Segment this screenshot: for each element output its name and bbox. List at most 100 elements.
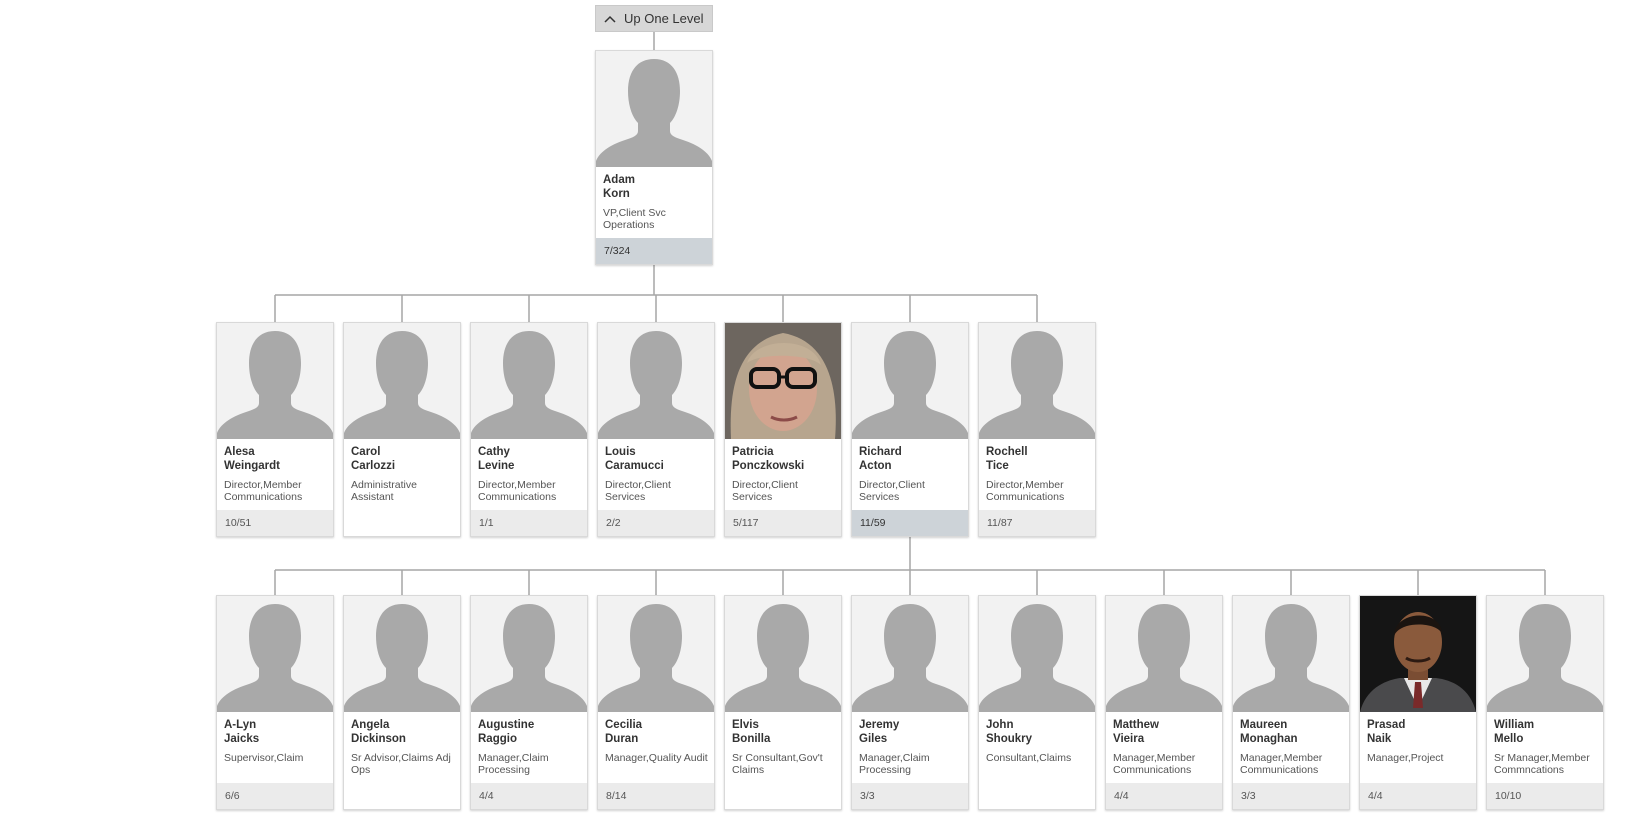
employee-title: Director,Client Services <box>732 479 798 503</box>
direct-reports-count[interactable]: 11/59 <box>852 510 968 536</box>
person-placeholder-icon <box>1487 596 1603 712</box>
employee-first-name: Cecilia <box>605 719 643 731</box>
employee-first-name: A-Lyn <box>224 719 257 731</box>
employee-first-name: Maureen <box>1240 719 1288 731</box>
person-placeholder-icon <box>1106 596 1222 712</box>
employee-first-name: Cathy <box>478 446 510 458</box>
direct-reports-count[interactable]: 10/51 <box>217 510 333 536</box>
direct-reports-count[interactable]: 7/324 <box>596 238 712 264</box>
employee-last-name: Dickinson <box>351 733 406 745</box>
employee-photo <box>471 323 587 439</box>
direct-reports-count[interactable]: 3/3 <box>852 783 968 809</box>
employee-first-name: John <box>986 719 1014 731</box>
employee-first-name: Augustine <box>478 719 535 731</box>
up-one-level-button[interactable]: Up One Level <box>595 5 713 32</box>
direct-reports-count[interactable]: 11/87 <box>979 510 1095 536</box>
person-placeholder-icon <box>852 323 968 439</box>
person-placeholder-icon <box>217 596 333 712</box>
direct-reports-count[interactable]: 6/6 <box>217 783 333 809</box>
employee-photo <box>725 596 841 712</box>
employee-photo <box>1233 596 1349 712</box>
employee-photo <box>979 323 1095 439</box>
employee-first-name: Patricia <box>732 446 774 458</box>
direct-reports-count[interactable]: 4/4 <box>1106 783 1222 809</box>
employee-last-name: Levine <box>478 460 515 472</box>
direct-reports-count[interactable]: 2/2 <box>598 510 714 536</box>
direct-reports-count[interactable]: 1/1 <box>471 510 587 536</box>
person-placeholder-icon <box>598 323 714 439</box>
employee-first-name: Jeremy <box>859 719 900 731</box>
person-placeholder-icon <box>217 323 333 439</box>
employee-photo <box>344 596 460 712</box>
employee-photo <box>471 596 587 712</box>
direct-reports-count[interactable]: 3/3 <box>1233 783 1349 809</box>
employee-title: Sr Consultant,Gov't Claims <box>732 752 823 776</box>
employee-photo <box>1360 596 1476 712</box>
person-placeholder-icon <box>344 596 460 712</box>
employee-last-name: Raggio <box>478 733 517 745</box>
employee-title: Manager,Member Communications <box>1113 752 1196 776</box>
employee-title: Sr Advisor,Claims Adj Ops <box>351 752 451 776</box>
employee-title: Manager,Quality Audit <box>605 752 708 764</box>
man-photo <box>1360 596 1476 712</box>
employee-photo <box>596 51 712 167</box>
employee-first-name: Alesa <box>224 446 255 458</box>
employee-title: Director,Member Communications <box>986 479 1065 503</box>
employee-photo <box>344 323 460 439</box>
employee-first-name: Prasad <box>1367 719 1406 731</box>
employee-photo <box>217 596 333 712</box>
employee-title: Manager,Member Communications <box>1240 752 1323 776</box>
direct-reports-count[interactable]: 5/117 <box>725 510 841 536</box>
person-placeholder-icon <box>979 596 1095 712</box>
person-placeholder-icon <box>979 323 1095 439</box>
employee-last-name: Tice <box>986 460 1009 472</box>
up-one-level-label: Up One Level <box>624 11 704 26</box>
woman-photo <box>725 323 841 439</box>
employee-first-name: Matthew <box>1113 719 1159 731</box>
person-placeholder-icon <box>596 51 712 167</box>
direct-reports-count[interactable]: 8/14 <box>598 783 714 809</box>
employee-last-name: Monaghan <box>1240 733 1298 745</box>
employee-photo <box>1106 596 1222 712</box>
employee-title: Director,Client Services <box>859 479 925 503</box>
direct-reports-count[interactable]: 4/4 <box>471 783 587 809</box>
direct-reports-count[interactable]: 10/10 <box>1487 783 1603 809</box>
direct-reports-count[interactable]: 4/4 <box>1360 783 1476 809</box>
employee-title: Director,Member Communications <box>224 479 303 503</box>
employee-photo <box>217 323 333 439</box>
employee-photo <box>852 596 968 712</box>
employee-first-name: Adam <box>603 174 635 186</box>
employee-first-name: William <box>1494 719 1535 731</box>
